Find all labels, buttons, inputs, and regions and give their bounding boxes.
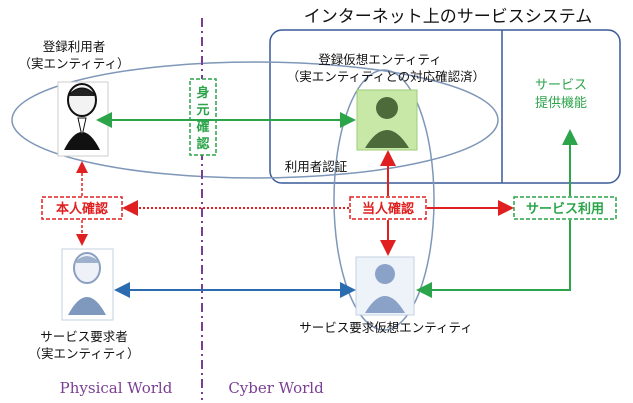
- self-check-label: 本人確認: [56, 201, 108, 217]
- identity-check-char-2: 元: [196, 103, 209, 118]
- requesting-virtual-entity-label: サービス要求仮想エンティティ: [299, 320, 473, 335]
- registered-virtual-entity-label: 登録仮想エンティティ: [318, 52, 442, 67]
- party-check-label: 当人確認: [362, 201, 414, 217]
- authentication-scope-ellipse: [333, 69, 435, 331]
- service-to-request-arrow: [416, 220, 571, 298]
- identity-check-char-3: 確: [196, 119, 209, 135]
- service-function-label: サービス: [535, 78, 587, 93]
- service-use-label: サービス利用: [526, 201, 604, 217]
- user-authentication-label: 利用者認証: [285, 159, 348, 174]
- party-check-box: [349, 196, 427, 220]
- requesting-user-icon: [61, 248, 114, 321]
- cyber-world-label: Cyber World: [228, 379, 324, 397]
- registered-user-sublabel: （実エンティティ）: [18, 56, 129, 71]
- registered-virtual-entity-sublabel: （実エンティティとの対応確認済）: [287, 69, 485, 84]
- service-system-title: インターネット上のサービスシステム: [304, 7, 593, 27]
- requesting-user-label: サービス要求者: [40, 329, 128, 344]
- service-function-sublabel: 提供機能: [535, 95, 587, 111]
- service-system-frame: [269, 29, 621, 184]
- requesting-virtual-entity-icon: [355, 256, 415, 316]
- registered-user-label: 登録利用者: [43, 39, 106, 54]
- service-use-box: [513, 196, 617, 220]
- identity-check-char-4: 認: [196, 136, 209, 152]
- requesting-user-sublabel: （実エンティティ）: [28, 346, 139, 361]
- identity-check-char-1: 身: [196, 85, 209, 101]
- registered-virtual-entity-icon: [356, 89, 418, 151]
- physical-world-label: Physical World: [60, 379, 173, 397]
- identity-scope-ellipse: [11, 61, 499, 179]
